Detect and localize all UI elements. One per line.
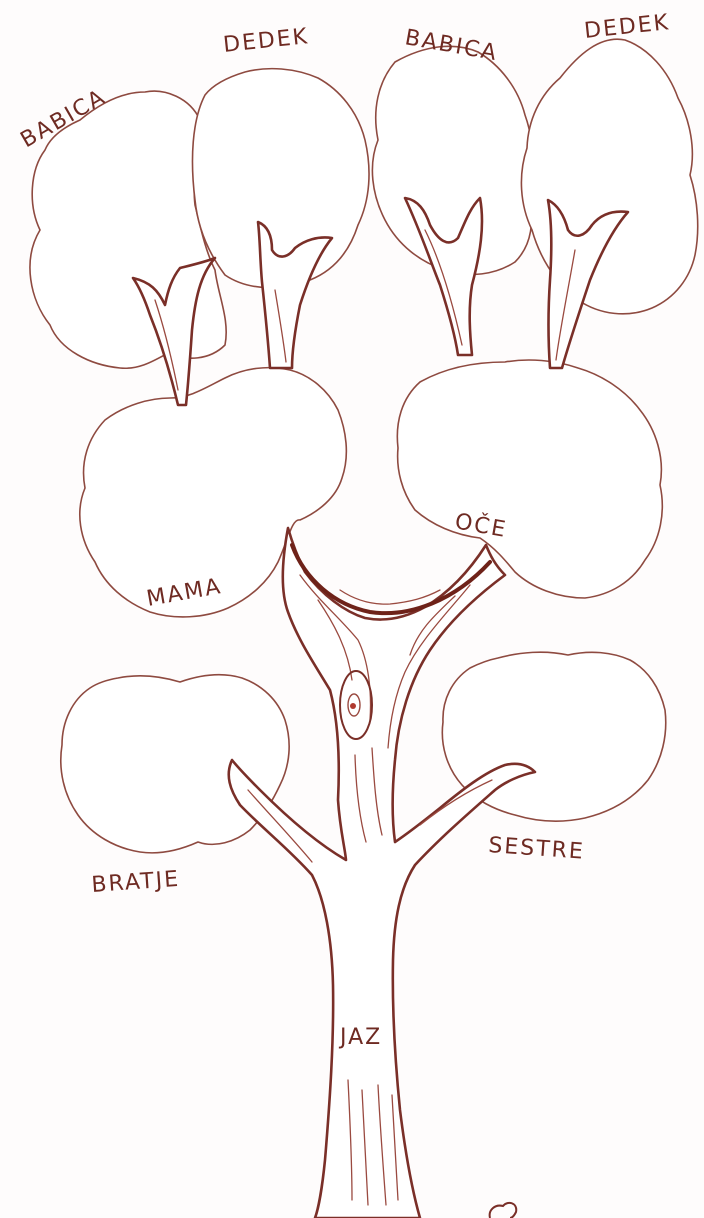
label-bratje: BRATJE: [91, 867, 181, 898]
bark-line: [248, 790, 312, 862]
crown-babica-right: [372, 46, 532, 274]
trunk-knot-dot: [350, 703, 356, 709]
crown-dedek-left: [192, 69, 369, 288]
bark-line: [340, 590, 440, 604]
label-dedek-right: DEDEK: [583, 10, 671, 44]
label-dedek-left: DEDEK: [222, 24, 310, 58]
label-jaz: JAZ: [338, 1025, 382, 1050]
label-sestre: SESTRE: [488, 833, 586, 865]
main-trunk: [229, 528, 535, 1218]
crown-bratje: [61, 675, 289, 853]
bottom-sprout: [490, 1203, 517, 1218]
crown-dedek-right: [521, 39, 697, 314]
crown-oce: [397, 360, 662, 598]
